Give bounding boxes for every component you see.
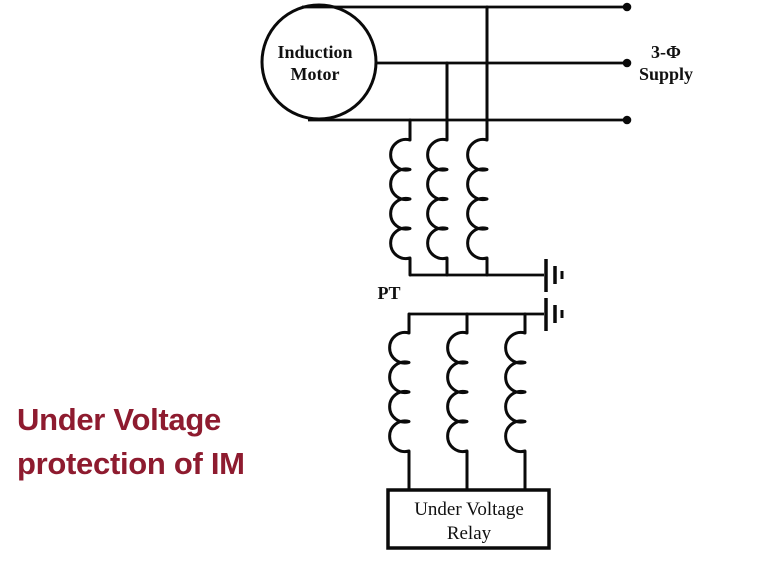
supply-terminal-dot-3 — [622, 115, 632, 125]
supply-terminal-dot-1 — [622, 2, 632, 12]
pt-label: PT — [377, 283, 400, 303]
supply-terminal-dot-2 — [622, 58, 632, 68]
supply-terminals — [622, 2, 632, 125]
motor-label-line2: Motor — [291, 64, 340, 84]
pt-secondary-winding-3 — [504, 312, 527, 492]
induction-motor-symbol — [260, 3, 378, 121]
relay-label-line2: Relay — [447, 523, 492, 544]
supply-label-line1: 3-Φ — [651, 42, 681, 62]
caption-title-line1: Under Voltage — [17, 402, 221, 437]
caption-title-line2: protection of IM — [17, 446, 245, 481]
caption-title: Under Voltage protection of IM — [17, 398, 245, 486]
motor-label-line1: Induction — [277, 42, 352, 62]
pt-secondary-winding-2 — [446, 312, 469, 492]
supply-label-line2: Supply — [639, 64, 693, 84]
relay-label-line1: Under Voltage — [414, 499, 524, 520]
pt-primary-winding-1 — [389, 118, 412, 277]
ground-symbol-secondary — [544, 298, 564, 331]
relay-box — [386, 488, 551, 550]
pt-primary-winding-2 — [426, 61, 449, 277]
pt-secondary-winding-1 — [388, 312, 411, 492]
pt-primary-winding-3 — [466, 5, 489, 277]
ground-symbol-primary — [544, 259, 564, 292]
